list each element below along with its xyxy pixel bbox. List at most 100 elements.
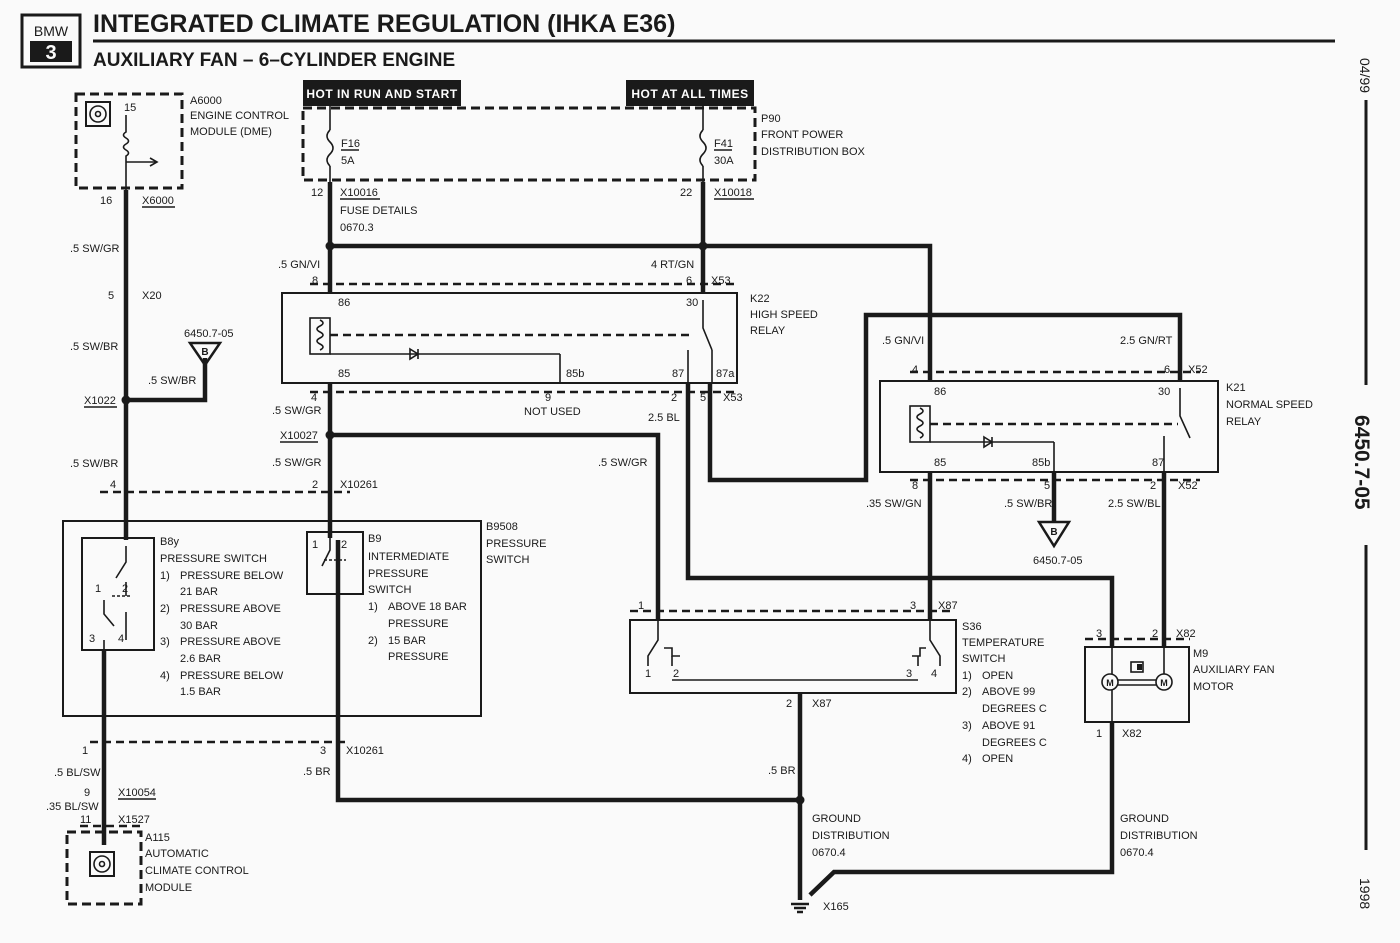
b8y-pin-1: 1 <box>95 583 101 595</box>
ground1-line3: 0670.4 <box>812 847 846 859</box>
wire-x1022-ref-b <box>126 358 208 403</box>
k21-pin-86: 86 <box>934 386 946 398</box>
b9-line3: SWITCH <box>368 584 411 596</box>
connector-x10016: X10016 <box>340 187 378 199</box>
a6000-box <box>74 92 184 190</box>
wire-label: .5 SW/GR <box>272 457 322 469</box>
connector-x10018: X10018 <box>714 187 752 199</box>
wire-label: .5 SW/BR <box>148 375 196 387</box>
s36-item-num: 3) <box>962 720 972 732</box>
a6000-line1: ENGINE CONTROL <box>190 110 289 122</box>
k22-switch-icon <box>702 300 713 351</box>
a115-line1: AUTOMATIC <box>145 848 209 860</box>
f16-id: F16 <box>341 138 360 150</box>
pin-3: 3 <box>320 745 326 757</box>
pin-4: 4 <box>311 392 317 404</box>
connector-x87: X87 <box>812 698 832 710</box>
k22-pin-85: 85 <box>338 368 350 380</box>
a6000-line2: MODULE (DME) <box>190 126 272 138</box>
connector-x1022: X1022 <box>84 395 116 407</box>
bmw-logo: BMW 3 <box>20 13 82 69</box>
s36-item-text: ABOVE 99 <box>982 686 1035 698</box>
k22-pin-86: 86 <box>338 297 350 309</box>
wire-label: .5 BR <box>303 766 331 778</box>
connector-x10261: X10261 <box>346 745 384 757</box>
k21-switch-icon <box>1179 388 1191 439</box>
b9-pin-1: 1 <box>312 539 318 551</box>
k22-id: K22 <box>750 293 770 305</box>
a115-box <box>65 830 143 906</box>
wire-m9-ground <box>808 722 1115 897</box>
wire-label: .5 SW/GR <box>70 243 120 255</box>
b9-line2: PRESSURE <box>368 568 429 580</box>
p90-box <box>301 106 757 182</box>
connector-x10054: X10054 <box>118 787 156 799</box>
connector-x1527: X1527 <box>118 814 150 826</box>
svg-text:B: B <box>201 347 208 358</box>
splice-dot <box>121 395 131 405</box>
a115-line2: CLIMATE CONTROL <box>145 865 249 877</box>
b9-id: B9 <box>368 533 381 545</box>
wire-label: .5 SW/BR <box>70 341 118 353</box>
b8y-item-text: PRESSURE BELOW <box>180 670 284 682</box>
b8y-pin-2: 2 <box>122 583 128 595</box>
p90-id: P90 <box>761 113 781 125</box>
connector-x165: X165 <box>823 901 849 913</box>
k21-pin-85: 85 <box>934 457 946 469</box>
wire-x10027-s36 <box>330 432 661 620</box>
ground1-line2: DISTRIBUTION <box>812 830 890 842</box>
pin-3: 3 <box>1096 628 1102 640</box>
m9-id: M9 <box>1193 648 1208 660</box>
pin-8: 8 <box>312 275 318 287</box>
connector-x6000: X6000 <box>142 195 174 207</box>
k21-coil-icon <box>909 405 931 443</box>
pin-1: 1 <box>82 745 88 757</box>
steering-wheel-icon <box>85 101 111 127</box>
k22-coil-icon <box>309 317 331 355</box>
pin-4: 4 <box>912 364 918 376</box>
p90-line1: FRONT POWER <box>761 129 843 141</box>
fuse-f41: F41 30A <box>699 106 734 182</box>
pin-2: 2 <box>1150 480 1156 492</box>
k21-relay-box <box>879 380 1219 473</box>
splice-dot <box>795 795 805 805</box>
k21-line1: NORMAL SPEED <box>1226 399 1313 411</box>
b8y-item-text: 30 BAR <box>180 620 218 632</box>
pin-2: 2 <box>786 698 792 710</box>
pin-5: 5 <box>1044 480 1050 492</box>
b9-item-text: 15 BAR <box>388 635 426 647</box>
pin-6: 6 <box>686 275 692 287</box>
b9-pin-2: 2 <box>341 539 347 551</box>
s36-id: S36 <box>962 621 982 633</box>
pin-2: 2 <box>312 479 318 491</box>
connector-x10261: X10261 <box>340 479 378 491</box>
s36-pin-4: 4 <box>931 668 937 680</box>
page-title: INTEGRATED CLIMATE REGULATION (IHKA E36) <box>93 10 675 38</box>
b8y-item-text: PRESSURE ABOVE <box>180 636 281 648</box>
hot-in-run-tag: HOT IN RUN AND START <box>303 80 461 106</box>
wire-label: .5 BR <box>768 765 796 777</box>
a6000-pin: 15 <box>124 102 136 114</box>
wire-label: 4 RT/GN <box>651 259 694 271</box>
svg-text:HOT AT ALL TIMES: HOT AT ALL TIMES <box>631 87 748 101</box>
svg-text:M: M <box>1106 678 1114 688</box>
wire-label: .5 GN/VI <box>278 259 320 271</box>
hot-at-all-times-tag: HOT AT ALL TIMES <box>626 80 754 106</box>
wire-label: 2.5 BL <box>648 412 680 424</box>
pin-16: 16 <box>100 195 112 207</box>
pin-1: 1 <box>1096 728 1102 740</box>
ground-symbol-icon <box>791 902 809 914</box>
b8y-id: B8y <box>160 536 179 548</box>
b8y-item-num: 1) <box>160 570 170 582</box>
wire-k22-87a-k21 <box>707 312 1183 483</box>
logo-text: BMW <box>34 23 69 39</box>
s36-item-num: 1) <box>962 670 972 682</box>
b9-line1: INTERMEDIATE <box>368 551 449 563</box>
s36-pin-1: 1 <box>645 668 651 680</box>
fan-motor-icon: M M <box>1101 647 1173 722</box>
connector-x52: X52 <box>1178 480 1198 492</box>
k22-pin-30: 30 <box>686 297 698 309</box>
wire-label: 2.5 GN/RT <box>1120 335 1173 347</box>
s36-contacts-icon <box>647 620 941 681</box>
ground2-line2: DISTRIBUTION <box>1120 830 1198 842</box>
